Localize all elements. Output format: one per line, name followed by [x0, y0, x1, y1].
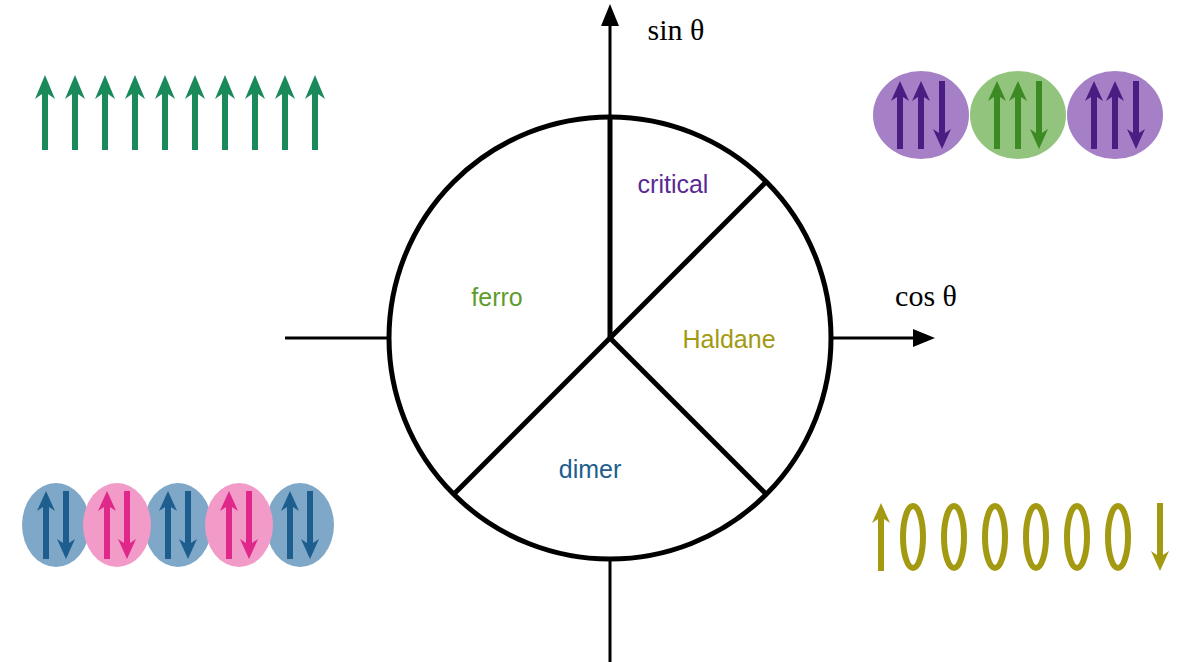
- phase-label: Haldane: [682, 327, 775, 352]
- axis-label: sin θ: [648, 15, 705, 45]
- dimer-singlets: [22, 483, 334, 567]
- haldane-edge-spins: [872, 503, 1169, 571]
- axis-label: cos θ: [895, 281, 957, 311]
- phase-circle: [389, 117, 831, 559]
- phase-label: critical: [638, 172, 709, 197]
- critical-trimers: [873, 71, 1163, 159]
- phase-label: dimer: [559, 457, 622, 482]
- axes: [285, 4, 935, 662]
- phase-label: ferro: [471, 285, 522, 310]
- ferro-spins: [35, 75, 325, 150]
